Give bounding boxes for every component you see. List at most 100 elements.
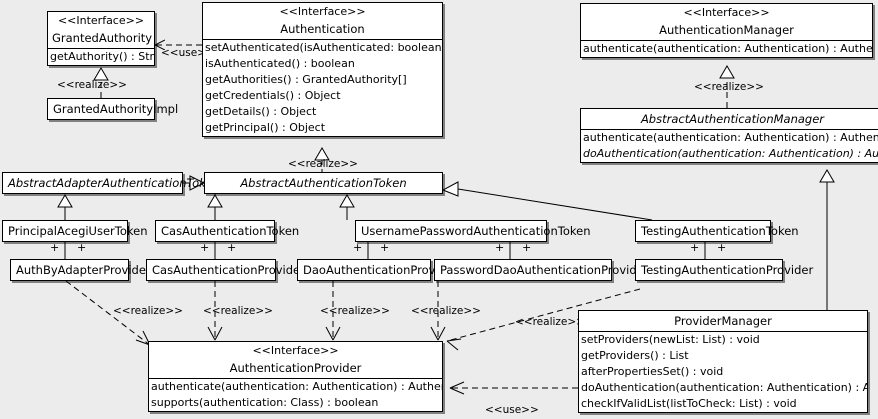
- class-name: AbstractAdapterAuthenticationToken: [8, 176, 221, 190]
- edge-generalization-testingauthenticationtoken-abstractauthenticationtoken: [441, 181, 653, 221]
- class-header-cas-authentication-token: CasAuthenticationToken: [156, 221, 300, 241]
- class-header-authentication-provider: <<Interface>> AuthenticationProvider: [149, 342, 442, 378]
- class-header-granted-authority: <<Interface>> GrantedAuthority: [48, 12, 154, 48]
- edge-label-realize-grantedauthorityimpl: <<realize>>: [57, 79, 127, 91]
- class-box-authentication-manager[interactable]: <<Interface>> AuthenticationManager auth…: [580, 3, 873, 58]
- edge-label-realize-passworddaoauthenticationprovider: <<realize>>: [411, 305, 481, 317]
- class-header-authentication-manager: <<Interface>> AuthenticationManager: [581, 4, 872, 40]
- class-member: authenticate(authentication: Authenticat…: [151, 380, 442, 393]
- class-box-abstract-authentication-token[interactable]: AbstractAuthenticationToken: [204, 172, 443, 194]
- edge-label-realize-authbyadapterprovider: <<realize>>: [113, 305, 183, 317]
- class-member: doAuthentication(authentication: Authent…: [583, 147, 878, 160]
- class-header-abstract-authentication-token: AbstractAuthenticationToken: [205, 173, 442, 193]
- edge-label-use-providermanager: <<use>>: [485, 404, 539, 416]
- multiplicity-testingtoken-source: +: [690, 241, 700, 254]
- class-member: getProviders() : List: [581, 349, 689, 362]
- class-member: checkIfValidList(listToCheck: List) : vo…: [581, 397, 797, 410]
- class-name: AuthByAdapterProvider: [16, 263, 151, 277]
- class-member: setProviders(newList: List) : void: [581, 333, 760, 346]
- class-box-abstract-adapter-authentication-token[interactable]: AbstractAdapterAuthenticationToken: [2, 172, 221, 194]
- class-member: doAuthentication(authentication: Authent…: [581, 381, 867, 394]
- class-name: ProviderManager: [674, 314, 772, 328]
- class-header-provider-manager: ProviderManager: [579, 311, 867, 331]
- class-name: TestingAuthenticationToken: [641, 224, 799, 238]
- class-header-dao-authentication-provider: DaoAuthenticationProvider: [298, 260, 458, 280]
- class-header-cas-authentication-provider: CasAuthenticationProvider: [147, 260, 305, 280]
- class-box-principal-acegi-user-token[interactable]: PrincipalAcegiUserToken: [2, 220, 148, 242]
- class-box-granted-authority[interactable]: <<Interface>> GrantedAuthority getAuthor…: [47, 11, 155, 66]
- class-box-authentication[interactable]: <<Interface>> Authentication setAuthenti…: [202, 2, 443, 137]
- class-member: afterPropertiesSet() : void: [581, 365, 724, 378]
- edge-label-realize-abstractauthenticationmanager: <<realize>>: [694, 81, 764, 93]
- class-members-authentication-provider: authenticate(authentication: Authenticat…: [149, 378, 442, 411]
- class-header-abstract-adapter-authentication-token: AbstractAdapterAuthenticationToken: [3, 173, 221, 193]
- class-members-abstract-authentication-manager: authenticate(authentication: Authenticat…: [581, 129, 878, 162]
- multiplicity-upatoken-pdao-target: +: [522, 241, 532, 254]
- class-members-provider-manager: setProviders(newList: List) : void getPr…: [579, 331, 867, 412]
- edge-generalization-providermanager-abstractauthenticationmanager: [819, 169, 835, 310]
- class-box-auth-by-adapter-provider[interactable]: AuthByAdapterProvider: [10, 259, 151, 281]
- class-box-abstract-authentication-manager[interactable]: AbstractAuthenticationManager authentica…: [580, 108, 878, 163]
- class-name: PrincipalAcegiUserToken: [8, 224, 148, 238]
- class-name: GrantedAuthority: [52, 31, 153, 45]
- edge-label-realize-daoauthenticationprovider: <<realize>>: [320, 305, 390, 317]
- class-header-principal-acegi-user-token: PrincipalAcegiUserToken: [3, 221, 148, 241]
- class-box-password-dao-authentication-provider[interactable]: PasswordDaoAuthenticationProvider: [434, 259, 649, 281]
- class-members-granted-authority: getAuthority() : String: [48, 48, 154, 65]
- edge-use-providermanager-authenticationprovider: [449, 381, 578, 395]
- class-name: Authentication: [280, 22, 365, 36]
- class-header-username-password-authentication-token: UsernamePasswordAuthenticationToken: [356, 221, 591, 241]
- class-members-authentication-manager: authenticate(authentication: Authenticat…: [581, 40, 872, 57]
- class-name: AbstractAuthenticationManager: [640, 112, 825, 126]
- class-member: isAuthenticated() : boolean: [205, 57, 355, 70]
- class-name: CasAuthenticationProvider: [152, 263, 305, 277]
- multiplicity-principaltoken-source: +: [50, 241, 60, 254]
- class-name: CasAuthenticationToken: [161, 224, 300, 238]
- multiplicity-upatoken-pdao-source: +: [495, 241, 505, 254]
- multiplicity-principaltoken-target: +: [77, 241, 87, 254]
- class-name: PasswordDaoAuthenticationProvider: [440, 263, 649, 277]
- class-name: AuthenticationProvider: [229, 361, 362, 375]
- class-header-auth-by-adapter-provider: AuthByAdapterProvider: [11, 260, 151, 280]
- class-members-authentication: setAuthenticated(isAuthenticated: boolea…: [203, 39, 442, 136]
- class-member: getAuthority() : String: [50, 50, 154, 63]
- class-name: UsernamePasswordAuthenticationToken: [361, 224, 591, 238]
- class-box-username-password-authentication-token[interactable]: UsernamePasswordAuthenticationToken: [355, 220, 591, 242]
- class-header-testing-authentication-token: TestingAuthenticationToken: [636, 221, 799, 241]
- class-header-abstract-authentication-manager: AbstractAuthenticationManager: [581, 109, 878, 129]
- class-box-provider-manager[interactable]: ProviderManager setProviders(newList: Li…: [578, 310, 868, 413]
- class-stereotype: <<Interface>>: [57, 14, 145, 27]
- edge-generalization-principalacegiusertoken-abstractadapter: [57, 194, 73, 220]
- class-name: AbstractAuthenticationToken: [240, 176, 407, 190]
- class-member: getDetails() : Object: [205, 105, 317, 118]
- class-stereotype: <<Interface>>: [252, 344, 339, 357]
- class-member: getAuthorities() : GrantedAuthority[]: [205, 73, 407, 86]
- class-box-cas-authentication-provider[interactable]: CasAuthenticationProvider: [146, 259, 305, 281]
- class-header-testing-authentication-provider: TestingAuthenticationProvider: [636, 260, 813, 280]
- class-box-authentication-provider[interactable]: <<Interface>> AuthenticationProvider aut…: [148, 341, 443, 412]
- edge-label-realize-abstractauthenticationtoken: <<realize>>: [288, 158, 358, 170]
- class-box-cas-authentication-token[interactable]: CasAuthenticationToken: [155, 220, 300, 242]
- class-box-dao-authentication-provider[interactable]: DaoAuthenticationProvider: [297, 259, 458, 281]
- class-member: setAuthenticated(isAuthenticated: boolea…: [205, 41, 442, 54]
- class-header-granted-authority-impl: GrantedAuthorityImpl: [48, 99, 178, 119]
- edge-label-use-auth-ga: <<use>>: [161, 47, 215, 59]
- class-member: authenticate(authentication: Authenticat…: [583, 131, 878, 144]
- multiplicity-testingtoken-target: +: [717, 241, 727, 254]
- class-box-testing-authentication-provider[interactable]: TestingAuthenticationProvider: [635, 259, 813, 281]
- class-box-granted-authority-impl[interactable]: GrantedAuthorityImpl: [47, 98, 178, 120]
- edge-label-realize-testingauthenticationprovider: <<realize>>: [515, 316, 585, 328]
- class-header-authentication: <<Interface>> Authentication: [203, 3, 442, 39]
- class-member: getCredentials() : Object: [205, 89, 341, 102]
- class-name: AuthenticationManager: [659, 23, 794, 37]
- edge-label-realize-casauthenticationprovider: <<realize>>: [203, 305, 273, 317]
- multiplicity-upatoken-dao-target: +: [380, 241, 390, 254]
- class-header-password-dao-authentication-provider: PasswordDaoAuthenticationProvider: [435, 260, 649, 280]
- class-box-testing-authentication-token[interactable]: TestingAuthenticationToken: [635, 220, 799, 242]
- class-member: authenticate(authentication: Authenticat…: [583, 42, 872, 55]
- multiplicity-castoken-source: +: [200, 241, 210, 254]
- multiplicity-upatoken-dao-source: +: [353, 241, 363, 254]
- multiplicity-castoken-target: +: [227, 241, 237, 254]
- class-member: getPrincipal() : Object: [205, 121, 326, 134]
